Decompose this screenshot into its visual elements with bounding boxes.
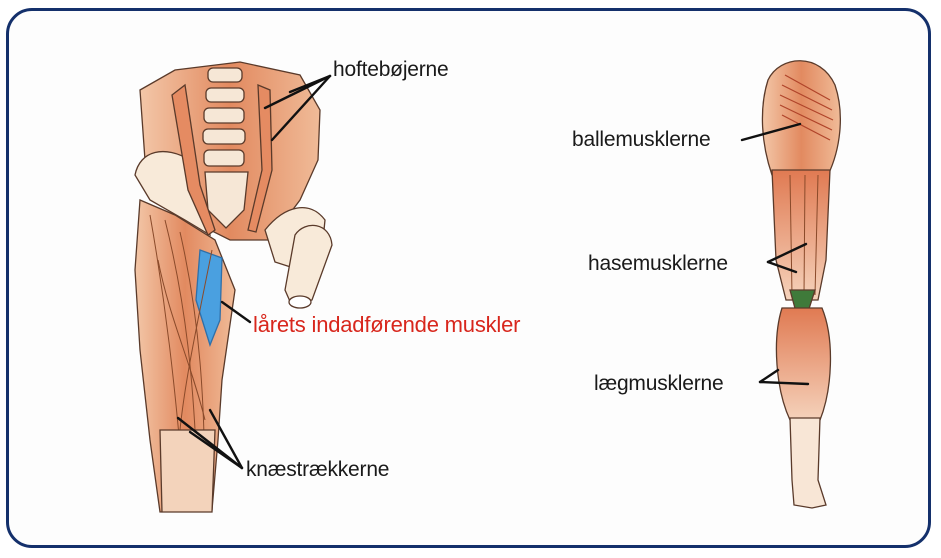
back-leg-figure bbox=[762, 61, 840, 508]
label-thigh-adductors: lårets indadførende muskler bbox=[253, 312, 520, 338]
label-hip-flexors: hoftebøjerne bbox=[333, 58, 449, 82]
back-thigh bbox=[772, 170, 830, 300]
label-calf-muscles: lægmusklerne bbox=[594, 372, 724, 396]
label-knee-extensors: knæstrækkerne bbox=[246, 458, 389, 482]
label-gluteals: ballemusklerne bbox=[572, 128, 710, 152]
calf bbox=[776, 308, 830, 420]
label-hamstrings: hasemusklerne bbox=[588, 252, 728, 276]
lower-leg bbox=[790, 418, 826, 508]
front-leg-figure bbox=[135, 62, 332, 512]
